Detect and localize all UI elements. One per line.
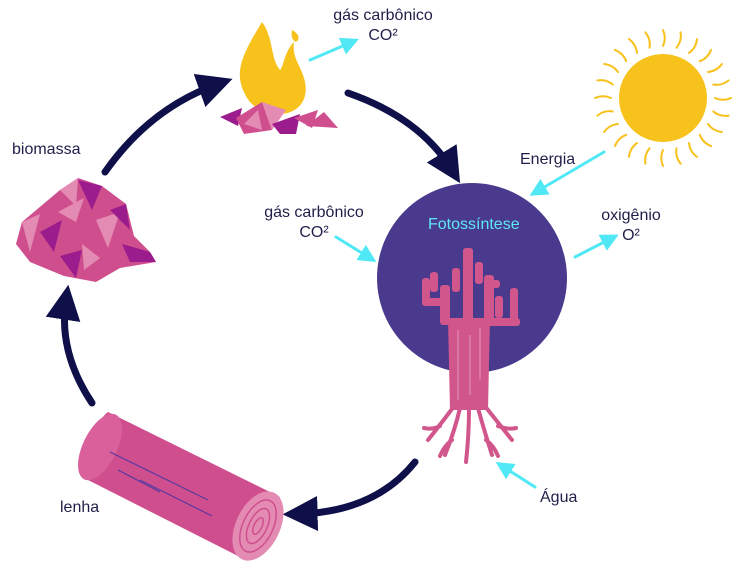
arrow-co2-out-fire bbox=[308, 37, 359, 62]
sun-ray bbox=[688, 38, 698, 54]
sun-ray bbox=[603, 123, 619, 133]
sun-ray bbox=[675, 31, 682, 49]
sun-ray bbox=[698, 133, 713, 148]
sun-icon bbox=[594, 29, 732, 167]
flow-arrows bbox=[308, 37, 619, 489]
arrow-tree-to-firewood bbox=[282, 458, 419, 531]
arrow-oxygen-out bbox=[573, 234, 619, 259]
cycle-arrows bbox=[45, 74, 461, 531]
sun-ray bbox=[707, 123, 723, 133]
oxygen-formula: O² bbox=[622, 227, 640, 244]
arrow-biomass-to-fire bbox=[101, 74, 233, 176]
biomass-crystals-icon bbox=[16, 178, 156, 282]
oxygen-name: oxigênio bbox=[601, 207, 661, 224]
arrow-firewood-to-biomass bbox=[45, 284, 96, 407]
fire-icon bbox=[220, 22, 338, 134]
sun-ray bbox=[596, 110, 614, 117]
sun-ray bbox=[714, 97, 732, 101]
energy-label: Energia bbox=[520, 151, 576, 168]
oxygen-label: oxigênio O² bbox=[586, 206, 676, 246]
sun-ray bbox=[613, 133, 628, 148]
arrow-co2-in bbox=[334, 235, 377, 262]
co2-left-label: gás carbônico CO² bbox=[250, 203, 378, 243]
firewood-label: lenha bbox=[60, 499, 100, 516]
sun-ray bbox=[613, 48, 628, 63]
co2-top-name: gás carbônico bbox=[333, 7, 433, 24]
biomass-label: biomassa bbox=[12, 141, 81, 158]
arrow-fire-to-photosynthesis bbox=[344, 89, 461, 184]
sun-ray bbox=[596, 79, 614, 86]
sun-ray bbox=[698, 48, 713, 63]
sun-ray bbox=[675, 147, 682, 165]
sun-ray bbox=[660, 149, 664, 167]
sun-ray bbox=[707, 63, 723, 73]
sun-ray bbox=[688, 142, 698, 158]
co2-left-formula: CO² bbox=[299, 224, 329, 241]
water-label: Água bbox=[540, 489, 578, 506]
sun-ray bbox=[644, 147, 651, 165]
co2-left-name: gás carbônico bbox=[264, 204, 364, 221]
sun-ray bbox=[628, 38, 638, 54]
sun-ray bbox=[662, 29, 666, 47]
sun-ray bbox=[712, 110, 730, 117]
photosynthesis-label: Fotossíntese bbox=[428, 216, 520, 233]
co2-top-label: gás carbônico CO² bbox=[318, 6, 448, 46]
arrow-energy-in bbox=[529, 150, 606, 196]
sun-ray bbox=[712, 79, 730, 86]
arrow-water-in bbox=[495, 461, 537, 489]
photosynthesis-tree-icon bbox=[377, 183, 567, 464]
sun-ray bbox=[628, 142, 638, 158]
sun-ray bbox=[594, 95, 612, 99]
firewood-log-icon bbox=[78, 412, 284, 561]
co2-top-formula: CO² bbox=[368, 27, 398, 44]
sun-ray bbox=[644, 31, 651, 49]
sun-ray bbox=[603, 63, 619, 73]
